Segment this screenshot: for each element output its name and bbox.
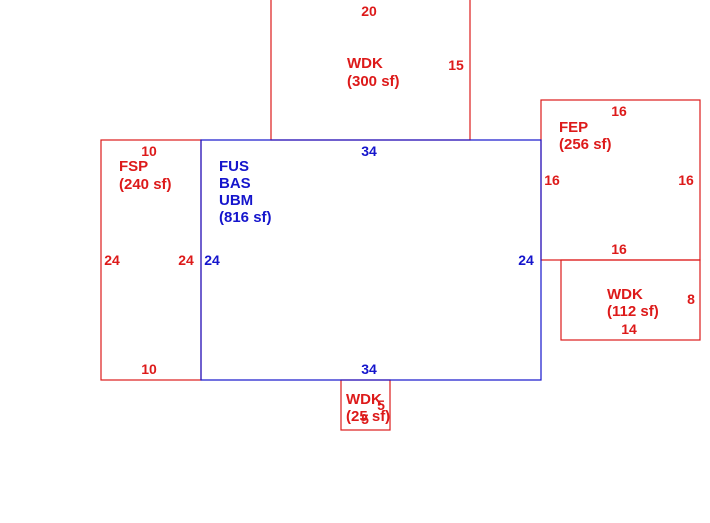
wdk-right-right-dimension: 8 [687,291,695,307]
wdk-top-right-dimension: 15 [448,57,464,73]
main-house-area: 34 34 24 24 FUS BAS UBM (816 sf) [204,143,534,377]
fsp-bottom-dimension: 10 [141,361,157,377]
wdk-top-label: WDK [347,55,383,72]
wdk-bottom-label: WDK [346,391,382,408]
wdk-right-area-label: (112 sf) [607,303,659,320]
fep-right-dimension: 16 [678,172,694,188]
fsp-top-dimension: 10 [141,143,157,159]
wdk-right-bottom-dimension: 14 [621,321,637,337]
wdk-bottom-top-dimension: 5 [377,397,385,413]
main-code-ubm: UBM [219,192,253,209]
main-bottom-dimension: 34 [361,361,377,377]
main-right-dimension: 24 [518,252,534,268]
wdk-top-area: 20 15 WDK (300 sf) [347,3,464,90]
main-left-dimension: 24 [204,252,220,268]
fep-bottom-dimension: 16 [611,241,627,257]
fep-top-dimension: 16 [611,103,627,119]
wdk-top-area-label: (300 sf) [347,73,400,90]
wdk-right-area: 8 14 WDK (112 sf) [607,286,695,337]
fep-area-label: (256 sf) [559,136,612,153]
main-area-label: (816 sf) [219,209,272,226]
fsp-label: FSP [119,158,148,175]
main-house-outline [200,139,542,381]
fsp-area: 10 10 24 24 FSP (240 sf) [104,143,194,377]
main-code-bas: BAS [219,175,251,192]
main-top-dimension: 34 [361,143,377,159]
fep-label: FEP [559,119,588,136]
wdk-right-label: WDK [607,286,643,303]
wdk-bottom-bottom-dimension: 5 [361,411,369,427]
main-code-fus: FUS [219,158,249,175]
wdk-bottom-area: WDK (25 sf) 5 5 [346,391,390,427]
wdk-bottom-area-label: (25 sf) [346,408,390,425]
fsp-area-label: (240 sf) [119,176,172,193]
fsp-left-dimension: 24 [104,252,120,268]
fep-left-dimension: 16 [544,172,560,188]
wdk-right-outline [560,259,701,341]
fsp-right-dimension: 24 [178,252,194,268]
wdk-top-top-dimension: 20 [361,3,377,19]
fep-area: 16 16 16 16 FEP (256 sf) [544,103,694,257]
